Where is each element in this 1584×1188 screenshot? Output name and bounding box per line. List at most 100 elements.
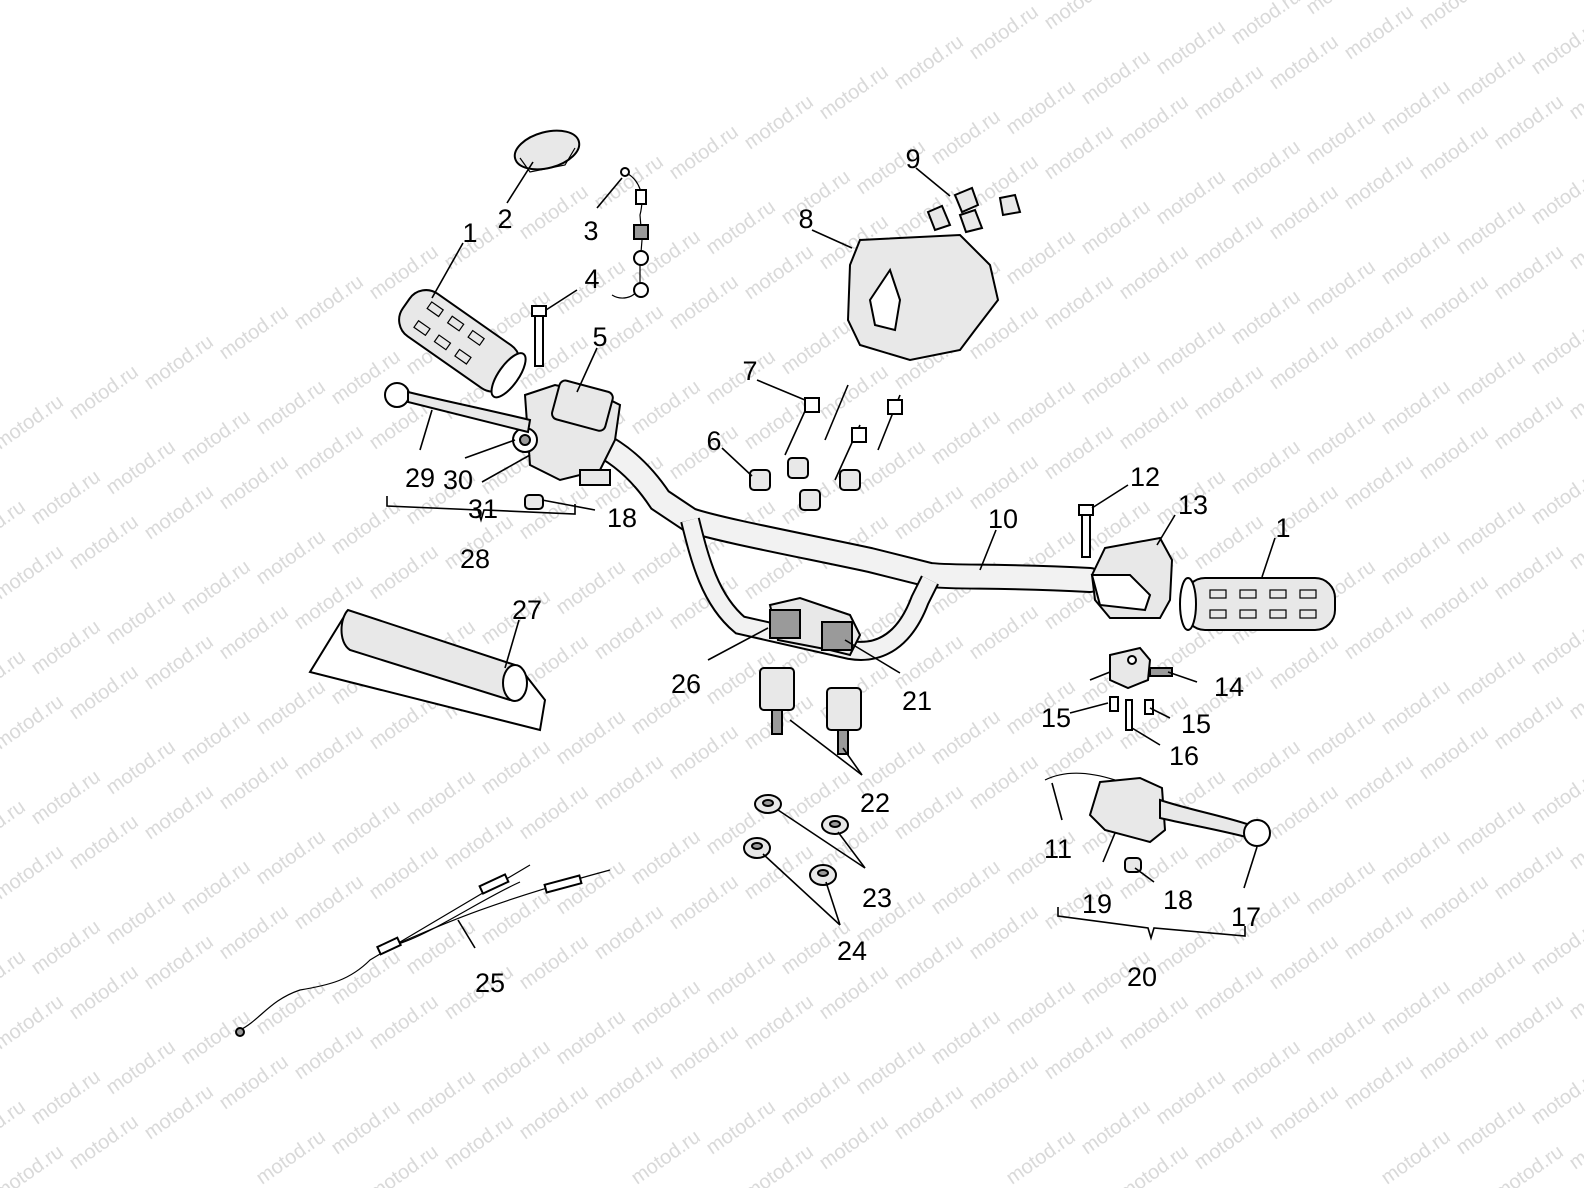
watermark-text: motod.ru <box>1002 976 1079 1039</box>
watermark-text: motod.ru <box>852 436 929 499</box>
watermark-text: motod.ru <box>1527 16 1584 79</box>
watermark-text: motod.ru <box>515 781 592 844</box>
watermark-text: motod.ru <box>515 181 592 244</box>
watermark-text: motod.ru <box>1377 226 1454 289</box>
watermark-text: motod.ru <box>1115 91 1192 154</box>
watermark-text: motod.ru <box>140 631 217 694</box>
watermark-text: motod.ru <box>927 106 1004 169</box>
left-lever <box>384 382 532 434</box>
watermark-text: motod.ru <box>1002 376 1079 439</box>
watermark-text: motod.ru <box>1490 241 1567 304</box>
watermark-text: motod.ru <box>477 886 554 949</box>
watermark-text: motod.ru <box>102 736 179 799</box>
watermark-text: motod.ru <box>702 1096 779 1159</box>
watermark-text: motod.ru <box>1265 781 1342 844</box>
watermark-text: motod.ru <box>252 376 329 439</box>
callout-18a: 18 <box>607 503 637 533</box>
watermark-text: motod.ru <box>702 946 779 1009</box>
callout-11: 11 <box>1044 834 1072 864</box>
watermark-text: motod.ru <box>1265 631 1342 694</box>
watermark-text: motod.ru <box>365 991 442 1054</box>
watermark-text: motod.ru <box>1452 946 1529 1009</box>
callout-29: 29 <box>405 463 435 493</box>
watermark-text: motod.ru <box>852 1036 929 1099</box>
watermark-text: motod.ru <box>665 121 742 184</box>
watermark-text: motod.ru <box>440 1111 517 1174</box>
watermark-text: motod.ru <box>1452 346 1529 409</box>
callout-9: 9 <box>905 144 920 174</box>
watermark-text: motod.ru <box>215 751 292 814</box>
watermark-text: motod.ru <box>552 556 629 619</box>
callout-30: 30 <box>443 465 473 495</box>
watermark-text: motod.ru <box>1415 1021 1492 1084</box>
watermark-text: motod.ru <box>702 196 779 259</box>
switch-housing <box>1090 536 1174 619</box>
watermark-text: motod.ru <box>890 931 967 994</box>
watermark-text: motod.ru <box>1152 316 1229 379</box>
washers <box>743 794 849 886</box>
watermark-text: motod.ru <box>665 721 742 784</box>
watermark-text: motod.ru <box>1565 61 1584 124</box>
watermark-text: motod.ru <box>1490 0 1567 4</box>
watermark-text: motod.ru <box>1415 871 1492 934</box>
watermark-text: motod.ru <box>1340 601 1417 664</box>
watermark-text: motod.ru <box>965 751 1042 814</box>
watermark-text: motod.ru <box>590 1051 667 1114</box>
watermark-text: motod.ru <box>627 1126 704 1188</box>
watermark-text: motod.ru <box>440 811 517 874</box>
watermark-text: motod.ru <box>290 871 367 934</box>
watermark-text: motod.ru <box>1265 31 1342 94</box>
watermark-text: motod.ru <box>1077 346 1154 409</box>
watermark-text: motod.ru <box>1452 496 1529 559</box>
brake-lever-assembly <box>1044 772 1271 873</box>
watermark-text: motod.ru <box>1265 181 1342 244</box>
watermark-text: motod.ru <box>1040 271 1117 334</box>
watermark-text: motod.ru <box>1565 511 1584 574</box>
callout-21: 21 <box>902 686 932 716</box>
watermark-text: motod.ru <box>1227 1036 1304 1099</box>
watermark-text: motod.ru <box>27 466 104 529</box>
watermark-text: motod.ru <box>215 601 292 664</box>
watermark-text: motod.ru <box>1340 751 1417 814</box>
watermark-text: motod.ru <box>665 271 742 334</box>
watermark-text: motod.ru <box>890 781 967 844</box>
watermark-text: motod.ru <box>665 421 742 484</box>
callout-16: 16 <box>1169 741 1199 771</box>
bar-clamp <box>768 596 862 657</box>
watermark-text: motod.ru <box>65 1111 142 1174</box>
watermark-text: motod.ru <box>1340 1 1417 64</box>
watermark-text: motod.ru <box>740 91 817 154</box>
watermark-text: motod.ru <box>1040 421 1117 484</box>
watermark-text: motod.ru <box>740 241 817 304</box>
watermark-text: motod.ru <box>1265 331 1342 394</box>
watermark-text: motod.ru <box>815 61 892 124</box>
watermark-text: motod.ru <box>552 706 629 769</box>
watermark-text: motod.ru <box>1190 211 1267 274</box>
watermark-text: motod.ru <box>140 781 217 844</box>
watermark-text: motod.ru <box>1340 301 1417 364</box>
watermark-text: motod.ru <box>740 991 817 1054</box>
watermark-text: motod.ru <box>1340 901 1417 964</box>
watermark-text: motod.ru <box>65 811 142 874</box>
callout-10: 10 <box>988 504 1018 534</box>
watermark-text: motod.ru <box>252 676 329 739</box>
watermark-text: motod.ru <box>1415 571 1492 634</box>
watermark-text: motod.ru <box>140 481 217 544</box>
callout-17: 17 <box>1231 902 1261 932</box>
watermark-text: motod.ru <box>965 1051 1042 1114</box>
watermark-text: motod.ru <box>327 946 404 1009</box>
parts-layer <box>235 129 1336 1037</box>
callout-7: 7 <box>742 356 757 386</box>
watermark-text: motod.ru <box>1302 106 1379 169</box>
watermark-text: motod.ru <box>1565 661 1584 724</box>
callout-15a: 15 <box>1041 703 1071 733</box>
watermark-text: motod.ru <box>1265 931 1342 994</box>
watermark-text: motod.ru <box>1152 166 1229 229</box>
watermark-text: motod.ru <box>927 1006 1004 1069</box>
watermark-text: motod.ru <box>1415 0 1492 34</box>
nut-caps <box>926 186 1022 234</box>
watermark-text: motod.ru <box>1452 196 1529 259</box>
watermark-text: motod.ru <box>1377 526 1454 589</box>
watermark-text: motod.ru <box>0 496 30 559</box>
